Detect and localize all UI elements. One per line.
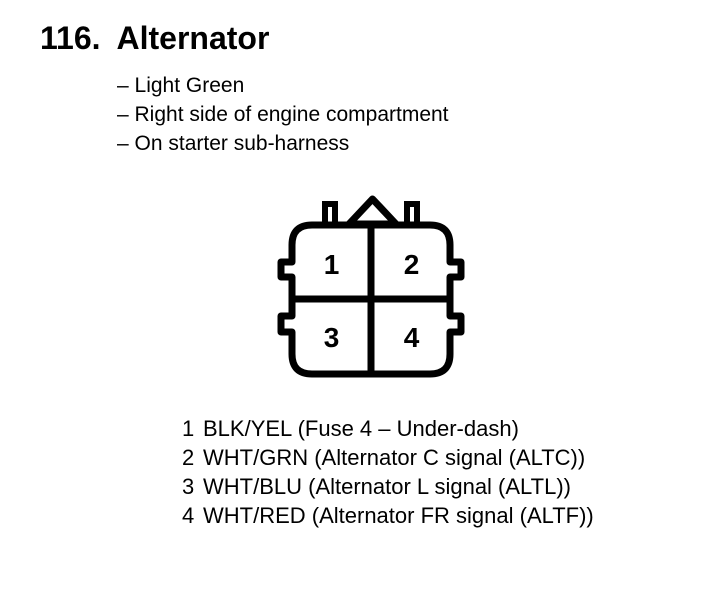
pin-wire-description: WHT/GRN (Alternator C signal (ALTC)) xyxy=(203,445,586,470)
connector-diagram: 1 2 3 4 xyxy=(277,195,465,378)
pin-number: 4 xyxy=(182,503,195,528)
note-line: – Light Green xyxy=(117,74,245,97)
note-line: – Right side of engine compartment xyxy=(117,103,449,126)
connector-keying-triangle-icon xyxy=(345,195,400,228)
pin-number: 3 xyxy=(182,474,195,499)
pin-1-label: 1 xyxy=(324,249,340,280)
pin-legend-row: 4 WHT/RED (Alternator FR signal (ALTF)) xyxy=(182,501,594,530)
pin-wire-description: WHT/RED (Alternator FR signal (ALTF)) xyxy=(203,503,594,528)
pin-4-label: 4 xyxy=(404,322,420,353)
pin-wire-description: WHT/BLU (Alternator L signal (ALTL)) xyxy=(203,474,571,499)
pin-3-label: 3 xyxy=(324,322,340,353)
section-number: 116. xyxy=(40,20,101,56)
note-line: – On starter sub-harness xyxy=(117,132,350,155)
connector-location-notes: – Light Green – Right side of engine com… xyxy=(117,71,449,158)
section-title: Alternator xyxy=(116,20,270,56)
pin-legend: 1 BLK/YEL (Fuse 4 – Under-dash) 2 WHT/GR… xyxy=(182,414,594,530)
pin-legend-row: 2 WHT/GRN (Alternator C signal (ALTC)) xyxy=(182,443,594,472)
pin-number: 1 xyxy=(182,416,195,441)
pin-2-label: 2 xyxy=(404,249,420,280)
pin-wire-description: BLK/YEL (Fuse 4 – Under-dash) xyxy=(203,416,519,441)
pin-legend-row: 3 WHT/BLU (Alternator L signal (ALTL)) xyxy=(182,472,594,501)
pin-number: 2 xyxy=(182,445,195,470)
pin-legend-row: 1 BLK/YEL (Fuse 4 – Under-dash) xyxy=(182,414,594,443)
page-title: 116. Alternator xyxy=(40,21,269,55)
